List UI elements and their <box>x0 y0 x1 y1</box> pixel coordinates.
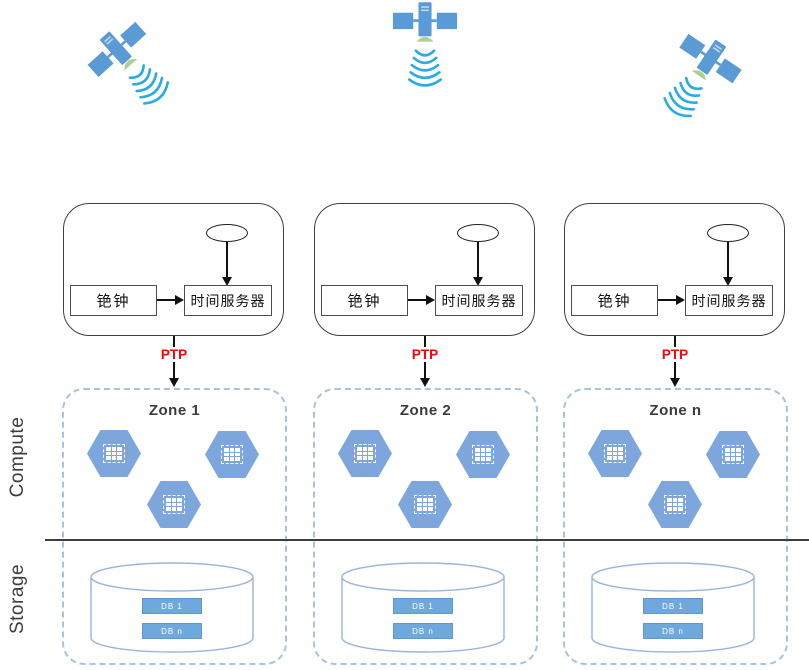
ptp-label: PTP <box>651 347 699 362</box>
storage-section-label: Storage <box>7 563 28 635</box>
chip-icon <box>354 444 376 463</box>
server-chip-hexagon-icon <box>147 481 201 528</box>
chip-icon <box>722 445 744 464</box>
arrowhead-down-icon <box>473 277 483 286</box>
server-chip-hexagon-icon <box>205 431 259 478</box>
zone-box: Zone 1 DB 1 DB n <box>62 388 287 665</box>
time-server-box: 时间服务器 <box>435 285 523 316</box>
satellite-icon <box>679 33 742 84</box>
cesium-clock-box: 铯钟 <box>70 285 157 316</box>
antenna-ellipse-icon <box>707 224 749 242</box>
zone-box: Zone 2 DB 1 DB n <box>313 388 538 665</box>
time-sync-unit: 铯钟 时间服务器 <box>564 203 785 336</box>
time-sync-unit: 铯钟 时间服务器 <box>314 203 535 336</box>
satellite-left <box>75 8 203 139</box>
ptp-label: PTP <box>401 347 449 362</box>
time-server-box: 时间服务器 <box>685 285 773 316</box>
arrowhead-down-icon <box>222 277 232 286</box>
server-chip-hexagon-icon <box>588 430 642 477</box>
antenna-ellipse-icon <box>206 224 248 242</box>
satellite-icon <box>87 21 147 77</box>
arrowhead-right-icon <box>426 295 435 305</box>
zone-box: Zone n DB 1 DB n <box>563 388 788 665</box>
zone-column-3: 铯钟 时间服务器 PTP Zone n DB 1 DB n <box>563 0 788 670</box>
db-1-box: DB 1 <box>643 598 703 614</box>
db-n-box: DB n <box>393 623 453 639</box>
zone-title: Zone 2 <box>399 402 452 419</box>
chip-icon <box>664 495 686 514</box>
clock-to-server-arrow <box>157 299 176 301</box>
cesium-clock-box: 铯钟 <box>571 285 658 316</box>
chip-icon <box>103 444 125 463</box>
signal-waves-icon <box>407 49 443 87</box>
antenna-to-server-arrow <box>477 242 479 278</box>
arrowhead-right-icon <box>175 295 184 305</box>
database-cylinder-icon <box>90 562 254 653</box>
db-1-box: DB 1 <box>142 598 202 614</box>
chip-icon <box>604 444 626 463</box>
satellite-icon <box>392 2 458 42</box>
cesium-clock-box: 铯钟 <box>321 285 408 316</box>
time-sync-unit: 铯钟 时间服务器 <box>63 203 284 336</box>
zone-column-2: 铯钟 时间服务器 PTP Zone 2 DB 1 DB n <box>313 0 538 670</box>
arrowhead-right-icon <box>676 295 685 305</box>
compute-storage-divider <box>45 539 809 542</box>
chip-icon <box>221 445 243 464</box>
database-cylinder-icon <box>341 562 505 653</box>
server-chip-hexagon-icon <box>456 431 510 478</box>
server-chip-hexagon-icon <box>706 431 760 478</box>
database-cylinder-icon <box>591 562 755 653</box>
antenna-ellipse-icon <box>457 224 499 242</box>
server-chip-hexagon-icon <box>87 430 141 477</box>
server-chip-hexagon-icon <box>338 430 392 477</box>
satellite-right <box>631 19 753 152</box>
server-chip-hexagon-icon <box>648 481 702 528</box>
signal-waves-icon <box>128 64 170 105</box>
zone-title: Zone n <box>649 402 702 419</box>
satellite-signal-icon <box>87 21 170 105</box>
signal-waves-icon <box>663 76 703 118</box>
db-n-box: DB n <box>142 623 202 639</box>
antenna-to-server-arrow <box>727 242 729 278</box>
antenna-to-server-arrow <box>226 242 228 278</box>
zone-column-1: 铯钟 时间服务器 PTP Zone 1 DB 1 DB n <box>62 0 287 670</box>
arrowhead-down-icon <box>169 378 179 387</box>
clock-to-server-arrow <box>658 299 677 301</box>
server-chip-hexagon-icon <box>398 481 452 528</box>
clock-to-server-arrow <box>408 299 427 301</box>
db-n-box: DB n <box>643 623 703 639</box>
satellite-signal-icon <box>663 33 742 118</box>
dish-icon <box>416 36 434 42</box>
compute-section-label: Compute <box>7 416 28 498</box>
time-server-box: 时间服务器 <box>184 285 272 316</box>
dish-icon <box>691 70 707 81</box>
arrowhead-down-icon <box>723 277 733 286</box>
arrowhead-down-icon <box>420 378 430 387</box>
satellite-signal-icon <box>392 2 458 87</box>
chip-icon <box>414 495 436 514</box>
zone-title: Zone 1 <box>148 402 201 419</box>
ptp-label: PTP <box>150 347 198 362</box>
dish-icon <box>124 58 138 71</box>
satellite-middle <box>389 0 461 110</box>
db-1-box: DB 1 <box>393 598 453 614</box>
chip-icon <box>472 445 494 464</box>
arrowhead-down-icon <box>670 378 680 387</box>
chip-icon <box>163 495 185 514</box>
